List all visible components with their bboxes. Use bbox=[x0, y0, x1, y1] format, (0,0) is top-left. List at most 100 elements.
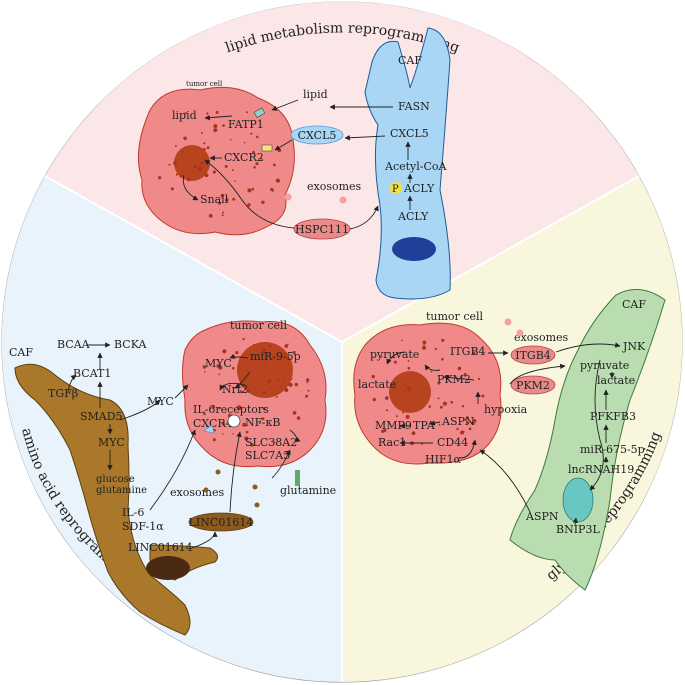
vesicle-dot bbox=[253, 166, 256, 169]
vesicle-dot bbox=[260, 157, 263, 160]
vesicle-dot bbox=[222, 211, 224, 214]
cxcr2-receptor bbox=[261, 144, 273, 152]
amino-sector bbox=[1, 176, 342, 683]
rac1-label: Rac1 bbox=[378, 436, 406, 449]
exosome-dot bbox=[284, 193, 292, 201]
vesicle-dot bbox=[437, 397, 440, 400]
vesicle-dot bbox=[232, 433, 234, 435]
vesicle-dot bbox=[200, 161, 203, 165]
amino-tumor-nucleus bbox=[237, 342, 293, 398]
itgb4-label: ITGB4 bbox=[450, 345, 486, 358]
vesicle-dot bbox=[464, 418, 467, 421]
vesicle-dot bbox=[296, 416, 301, 420]
pyruvate-tumor-label: pyruvate bbox=[370, 348, 419, 361]
glutamine-label: glutamine bbox=[280, 484, 336, 497]
vesicle-dot bbox=[252, 150, 256, 154]
vesicle-dot bbox=[203, 412, 206, 416]
aspn-tumor-label: ASPN bbox=[441, 415, 475, 428]
fasn-label: FASN bbox=[398, 100, 430, 113]
vesicle-dot bbox=[472, 351, 476, 355]
glycolysis-arrows bbox=[386, 342, 621, 526]
vesicle-dot bbox=[305, 394, 309, 398]
lipid-sector bbox=[45, 1, 639, 342]
phospho-label: P bbox=[392, 184, 399, 195]
vesicle-dot bbox=[456, 427, 459, 431]
vesicle-dot bbox=[275, 178, 280, 183]
amino-caf-cell bbox=[14, 363, 191, 636]
vesicle-dot bbox=[268, 387, 271, 390]
vesicle-dot bbox=[181, 150, 184, 153]
tgfb-label: TGFβ bbox=[48, 387, 78, 400]
vesicle-dot bbox=[305, 378, 310, 382]
lipid-caf-nucleus bbox=[392, 237, 436, 261]
itgb4-pill bbox=[510, 345, 556, 365]
vesicle-dot bbox=[277, 148, 282, 153]
cxcr4-receptor bbox=[203, 424, 215, 434]
fatp1-transporter bbox=[253, 107, 266, 118]
vesicle-dot bbox=[472, 418, 477, 423]
vesicle-dot bbox=[247, 203, 251, 207]
hspc111-label: HSPC111 bbox=[295, 223, 349, 236]
cxcr4-label: CXCR4 bbox=[193, 417, 233, 430]
vesicle-dot bbox=[174, 145, 177, 147]
vesicle-dot bbox=[251, 187, 255, 191]
linc-caf-label: LINC01614 bbox=[128, 541, 193, 554]
exosome-dot bbox=[203, 487, 209, 493]
glucose-label: glucose bbox=[96, 474, 135, 485]
vesicle-dot bbox=[221, 214, 224, 217]
cd44-label: CD44 bbox=[437, 436, 468, 449]
cxcr2-label: CXCR2 bbox=[224, 151, 264, 164]
vesicle-dot bbox=[245, 430, 249, 434]
vesicle-dot bbox=[466, 421, 470, 425]
vesicle-dot bbox=[261, 200, 265, 204]
glycolysis-tumor-label: tumor cell bbox=[426, 310, 484, 323]
vesicle-dot bbox=[211, 405, 215, 409]
vesicle-dot bbox=[224, 164, 228, 168]
itgb4-pill-label: ITGB4 bbox=[515, 349, 551, 362]
vesicle-dot bbox=[282, 352, 286, 355]
vesicle-dot bbox=[235, 351, 239, 355]
vesicle-dot bbox=[430, 370, 433, 373]
cxcl5-caf-label: CXCL5 bbox=[390, 127, 429, 140]
bcka-label: BCKA bbox=[114, 338, 147, 351]
myc-caf-label: MYC bbox=[98, 436, 125, 449]
sdf-label: SDF-1α bbox=[122, 520, 164, 533]
vesicle-dot bbox=[284, 344, 289, 348]
glycolysis-exosomes-label: exosomes bbox=[514, 331, 569, 344]
lactate-caf-label: lactate bbox=[597, 374, 635, 387]
bnip3l-label: BNIP3L bbox=[556, 523, 600, 536]
glutamine-transporter bbox=[295, 470, 300, 486]
pkm2-pill-label: PKM2 bbox=[516, 379, 550, 392]
vesicle-dot bbox=[170, 187, 174, 191]
exosome-dot bbox=[215, 469, 221, 475]
vesicle-dot bbox=[407, 386, 411, 391]
vesicle-dot bbox=[168, 163, 171, 166]
vesicle-dot bbox=[255, 162, 259, 166]
vesicle-dot bbox=[385, 409, 389, 412]
vesicle-dot bbox=[385, 396, 389, 400]
vesicle-dot bbox=[250, 443, 254, 447]
vesicle-dot bbox=[450, 400, 454, 404]
vesicle-dot bbox=[258, 422, 261, 425]
vesicle-dot bbox=[404, 383, 407, 386]
vesicle-dot bbox=[425, 386, 428, 390]
vesicle-dot bbox=[246, 111, 248, 114]
pfkfb3-label: PFKFB3 bbox=[590, 410, 636, 423]
vesicle-dot bbox=[213, 128, 218, 133]
vesicle-dot bbox=[411, 431, 416, 436]
glycolysis-caf-label: CAF bbox=[622, 298, 646, 311]
vesicle-dot bbox=[422, 345, 426, 350]
vesicle-dot bbox=[242, 338, 245, 341]
lipid-tumor-cell bbox=[137, 86, 295, 236]
vesicle-dot bbox=[372, 397, 376, 402]
vesicle-dot bbox=[213, 124, 218, 129]
vesicle-dot bbox=[463, 430, 465, 433]
vesicle-dot bbox=[264, 361, 267, 364]
vesicle-dot bbox=[218, 407, 221, 410]
myc-tumor-label: MYC bbox=[205, 357, 232, 370]
vesicle-dot bbox=[222, 422, 226, 426]
slc38a2-label: SLC38A2 bbox=[245, 436, 297, 449]
vesicle-dot bbox=[428, 405, 432, 408]
glycolysis-panel: tumor cell CAF exosomes ITGB4 ITGB4 JNK … bbox=[353, 289, 666, 591]
